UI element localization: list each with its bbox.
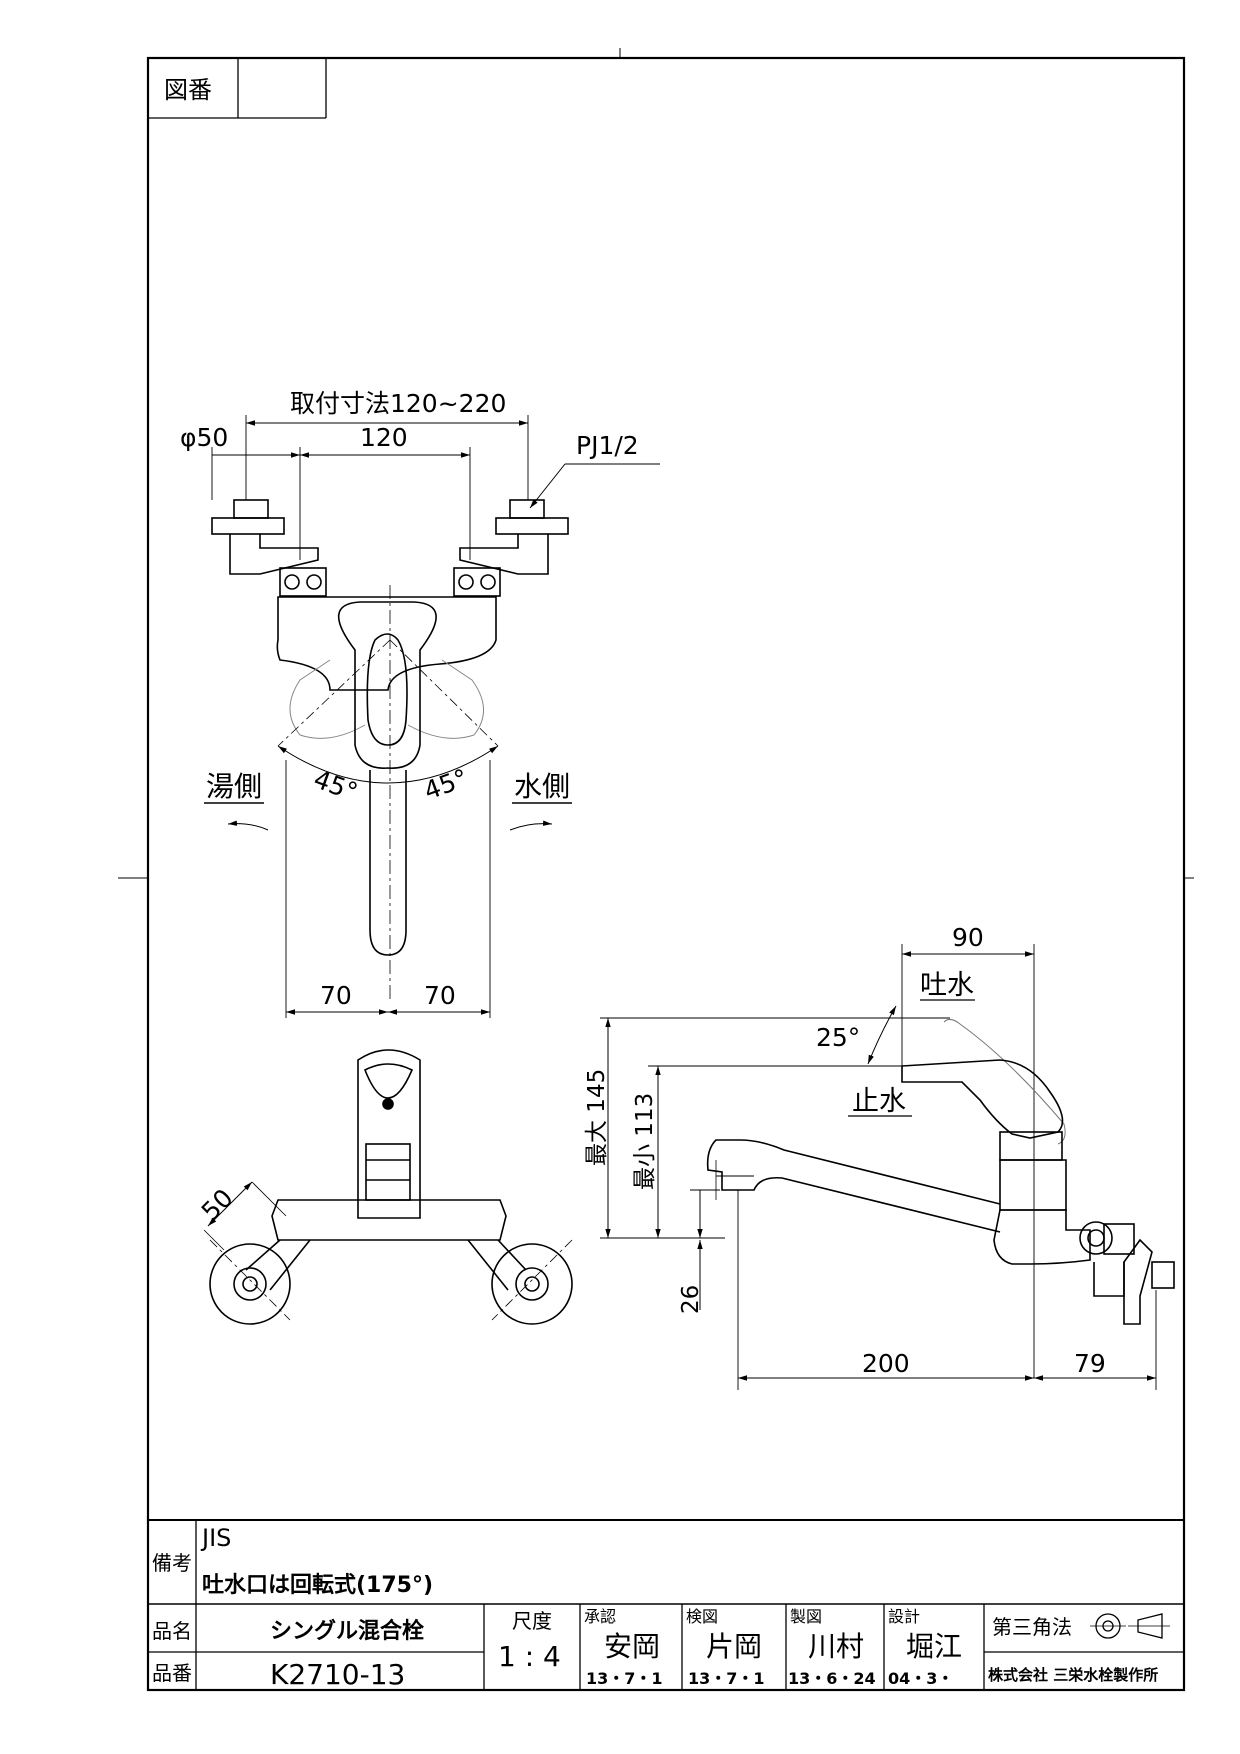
- approve-label: 承認: [584, 1607, 616, 1626]
- dim-right-70: 70: [424, 981, 456, 1010]
- check-date: 13・7・1: [688, 1669, 765, 1688]
- dim-left-70: 70: [320, 981, 352, 1010]
- company-name: 株式会社 三栄水栓製作所: [988, 1666, 1158, 1684]
- side-view: [600, 944, 1175, 1390]
- angle-25: 25°: [816, 1023, 860, 1052]
- product-number-value: K2710-13: [270, 1658, 405, 1691]
- remarks-label: 備考: [152, 1551, 192, 1575]
- cold-side-label: 水側: [514, 770, 570, 803]
- front-view: [204, 415, 660, 1018]
- product-name-label: 品名: [152, 1619, 192, 1643]
- angle-right: 45°: [420, 763, 472, 805]
- title-block: [148, 1519, 1184, 1690]
- scale-value: 1 : 4: [498, 1640, 561, 1673]
- design-label: 設計: [888, 1607, 920, 1626]
- sheet-frame: [118, 48, 1194, 1692]
- design-date: 04・3・: [888, 1669, 953, 1688]
- side-top-dim-90: 90: [952, 923, 984, 952]
- drawing-no-label: 図番: [164, 76, 212, 104]
- remark-rotation: 吐水口は回転式(175°): [202, 1572, 433, 1598]
- hot-side-label: 湯側: [206, 770, 262, 803]
- scale-label: 尺度: [512, 1609, 552, 1633]
- remark-jis: JIS: [200, 1524, 231, 1552]
- product-number-label: 品番: [152, 1661, 192, 1685]
- top-dim-50: 50: [196, 1183, 239, 1226]
- approve-date: 13・7・1: [586, 1669, 663, 1688]
- mount-range-dim: 取付寸法120~220: [290, 389, 506, 418]
- center-dim: 120: [360, 423, 408, 452]
- back-dim-79: 79: [1074, 1349, 1106, 1378]
- top-view: [203, 1049, 573, 1325]
- max-height-dim: 最大 145: [584, 1069, 610, 1166]
- spout-label: 吐水: [920, 970, 974, 1001]
- angle-left: 45°: [310, 764, 362, 806]
- check-name: 片岡: [706, 1630, 762, 1663]
- phi-dim: φ50: [180, 423, 228, 452]
- draft-label: 製図: [790, 1607, 822, 1626]
- product-name-value: シングル混合栓: [270, 1618, 424, 1644]
- check-label: 検図: [686, 1607, 718, 1626]
- reach-dim-200: 200: [862, 1349, 910, 1378]
- low-dim-26: 26: [678, 1285, 704, 1314]
- pipe-thread-label: PJ1/2: [576, 431, 639, 460]
- design-name: 堀江: [906, 1630, 962, 1663]
- draft-name: 川村: [808, 1630, 864, 1663]
- projection-label: 第三角法: [992, 1615, 1072, 1639]
- min-height-dim: 最小 113: [632, 1093, 658, 1190]
- approve-name: 安岡: [604, 1630, 660, 1663]
- draft-date: 13・6・24: [788, 1669, 876, 1688]
- stop-label: 止水: [852, 1086, 906, 1117]
